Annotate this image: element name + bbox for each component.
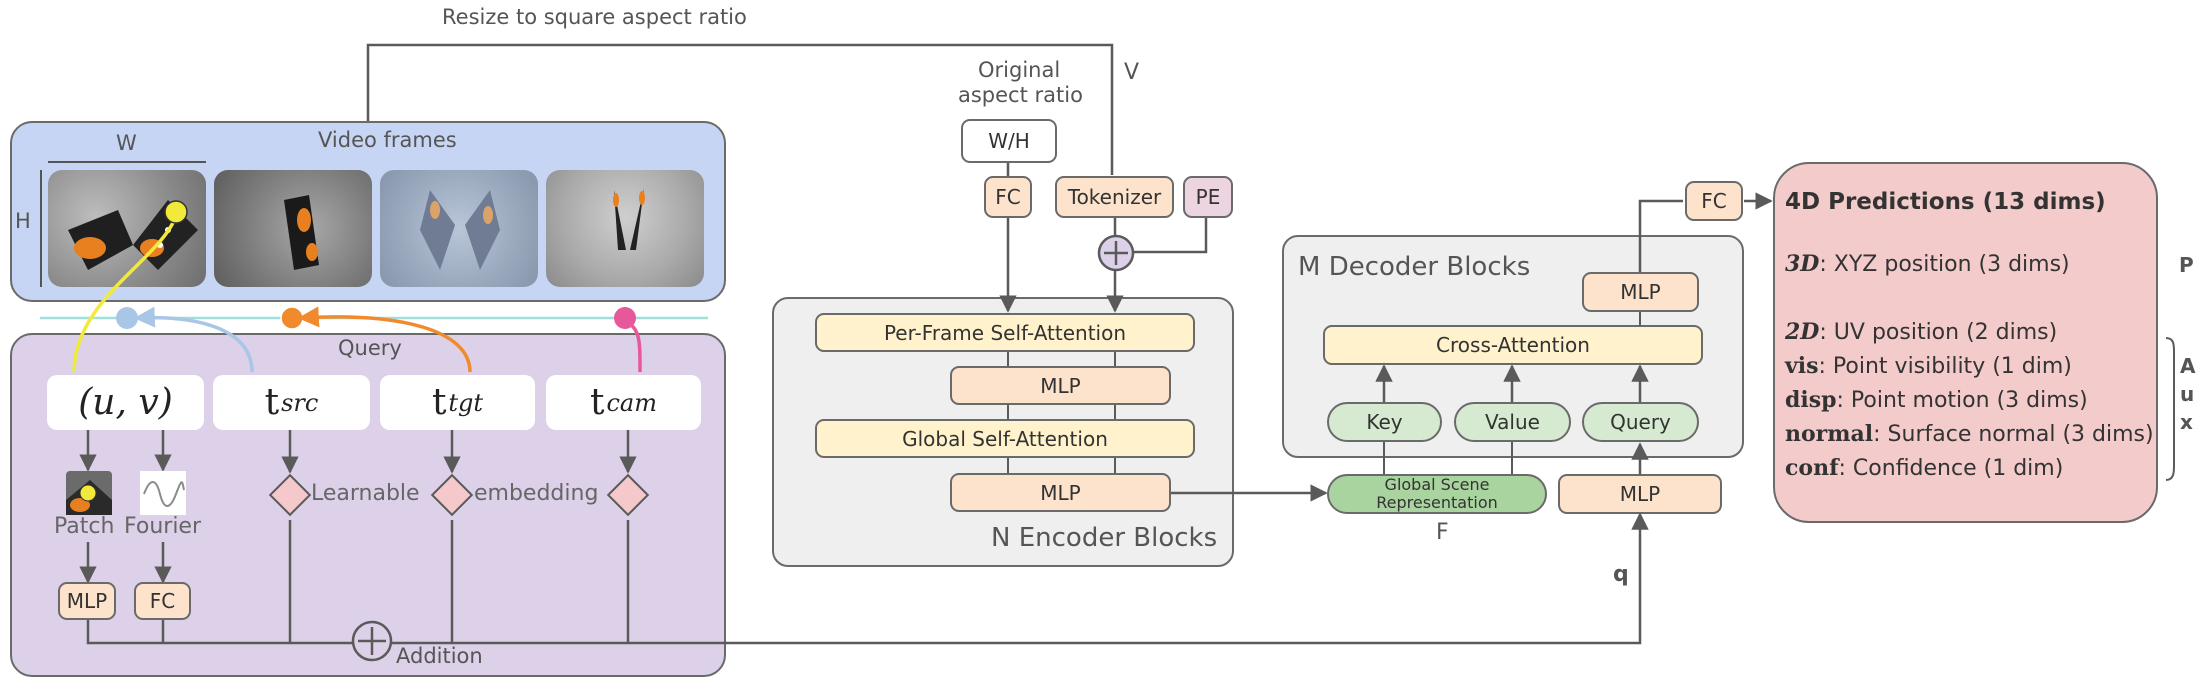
pred-conf-key: conf (1785, 455, 1839, 481)
p-label: P (2179, 253, 2194, 277)
video-frame-3 (380, 170, 538, 287)
tokenizer-box: Tokenizer (1055, 176, 1174, 218)
pred-normal-key: normal (1785, 421, 1874, 447)
v-label: V (1124, 60, 1140, 85)
video-frames-title: Video frames (318, 128, 457, 152)
query-mlp-box: MLP (58, 582, 116, 620)
video-frame-4 (546, 170, 704, 287)
pred-conf: conf: Confidence (1 dim) (1785, 455, 2063, 481)
predictions-panel (1773, 162, 2158, 523)
patch-thumbnail-icon (66, 471, 112, 515)
cross-attention-box: Cross-Attention (1323, 325, 1703, 365)
pred-normal: normal: Surface normal (3 dims) (1785, 421, 2154, 447)
query-title: Query (338, 336, 402, 360)
original-aspect-label-line1: Original (978, 58, 1061, 82)
width-label: W (116, 131, 137, 155)
pred-normal-text: : Surface normal (3 dims) (1873, 422, 2154, 447)
pred-disp-key: disp (1785, 387, 1837, 413)
t-tgt-letter: t (431, 382, 447, 423)
global-scene-line2: Representation (1376, 493, 1498, 512)
q-label: q (1613, 562, 1629, 587)
global-attention-box: Global Self-Attention (815, 419, 1195, 458)
patch-label: Patch (54, 514, 115, 539)
t-src-letter: t (264, 382, 280, 423)
learnable-label: Learnable (311, 481, 420, 506)
decoder-title: M Decoder Blocks (1298, 252, 1531, 282)
decoder-mlp-bottom: MLP (1558, 474, 1722, 514)
global-scene-box: Global Scene Representation (1327, 474, 1547, 514)
value-box: Value (1454, 402, 1571, 442)
pe-box: PE (1183, 176, 1233, 218)
uv-text: (u, v) (78, 382, 173, 423)
pred-3d: 3D: XYZ position (3 dims) (1785, 251, 2070, 277)
f-label: F (1436, 520, 1449, 545)
height-label: H (15, 209, 31, 233)
pred-vis-text: : Point visibility (1 dim) (1818, 354, 2072, 379)
pred-2d-key: 2D (1785, 319, 1820, 345)
t-cam-letter: t (590, 382, 605, 423)
global-scene-line1: Global Scene (1384, 475, 1490, 494)
encoder-title: N Encoder Blocks (991, 523, 1218, 553)
t-src-sub: src (281, 388, 319, 417)
pred-conf-text: : Confidence (1 dim) (1838, 456, 2064, 481)
pred-3d-key: 3D (1785, 251, 1820, 277)
decoder-mlp-top: MLP (1582, 272, 1699, 312)
aux-label-u: u (2180, 382, 2195, 406)
decoder-fc-box: FC (1685, 181, 1743, 221)
pred-2d: 2D: UV position (2 dims) (1785, 319, 2057, 345)
embedding-label: embedding (474, 481, 599, 506)
fourier-label: Fourier (124, 514, 202, 539)
key-box: Key (1327, 402, 1442, 442)
addition-label: Addition (396, 644, 483, 668)
aux-label-a: A (2180, 354, 2196, 378)
t-cam-sub: cam (606, 388, 657, 417)
pred-disp-text: : Point motion (3 dims) (1836, 388, 2088, 413)
encoder-mlp-1: MLP (950, 366, 1171, 405)
uv-query-box: (u, v) (47, 375, 204, 430)
pred-3d-text: : XYZ position (3 dims) (1819, 252, 2070, 277)
query-fc-box: FC (134, 582, 191, 620)
per-frame-attention-box: Per-Frame Self-Attention (815, 313, 1195, 352)
wh-box: W/H (961, 119, 1057, 163)
video-frame-2 (214, 170, 372, 287)
predictions-title: 4D Predictions (13 dims) (1785, 189, 2106, 215)
encoder-mlp-2: MLP (950, 473, 1171, 512)
pred-vis: vis: Point visibility (1 dim) (1785, 353, 2072, 379)
t-tgt-sub: tgt (448, 388, 484, 417)
pred-2d-text: : UV position (2 dims) (1819, 320, 2058, 345)
pred-disp: disp: Point motion (3 dims) (1785, 387, 2088, 413)
pred-vis-key: vis (1785, 353, 1819, 379)
fc-box-top: FC (984, 176, 1032, 218)
fourier-wave-icon (140, 471, 186, 515)
resize-label: Resize to square aspect ratio (442, 5, 747, 29)
query-box: Query (1582, 402, 1699, 442)
original-aspect-label-line2: aspect ratio (958, 83, 1083, 107)
aux-label-x: x (2180, 410, 2193, 434)
